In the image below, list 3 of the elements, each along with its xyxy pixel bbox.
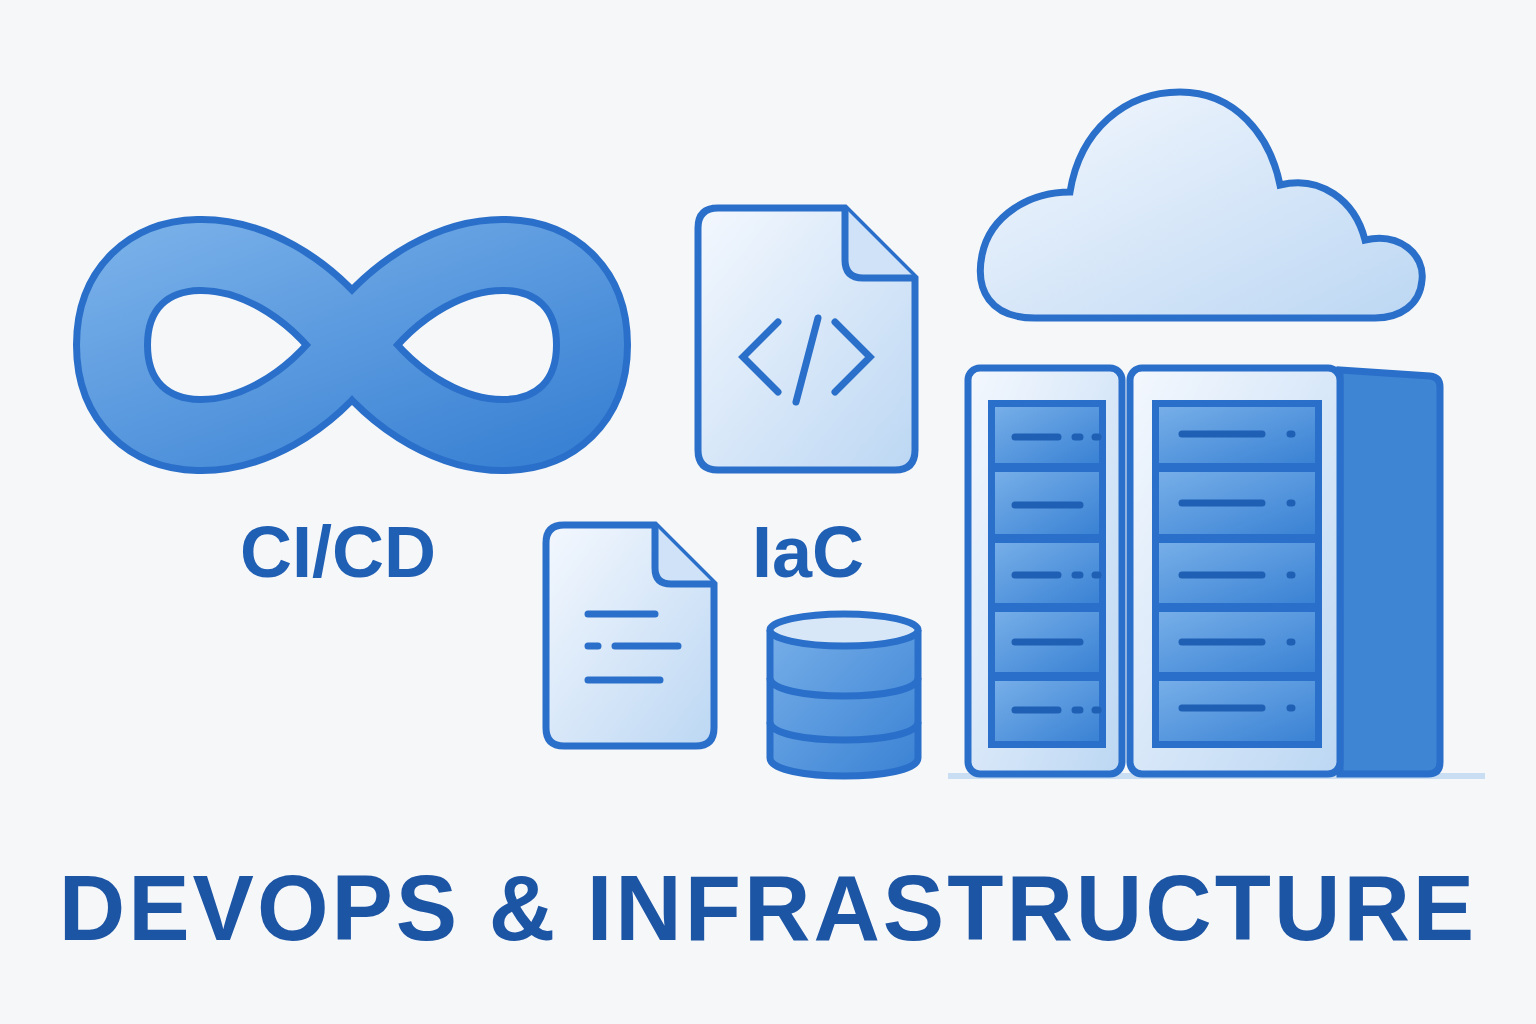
section-label: CI/CD	[240, 516, 436, 588]
title: DEVOPS & INFRASTRUCTURE	[57, 862, 1479, 954]
section-label: IaC	[752, 516, 865, 588]
